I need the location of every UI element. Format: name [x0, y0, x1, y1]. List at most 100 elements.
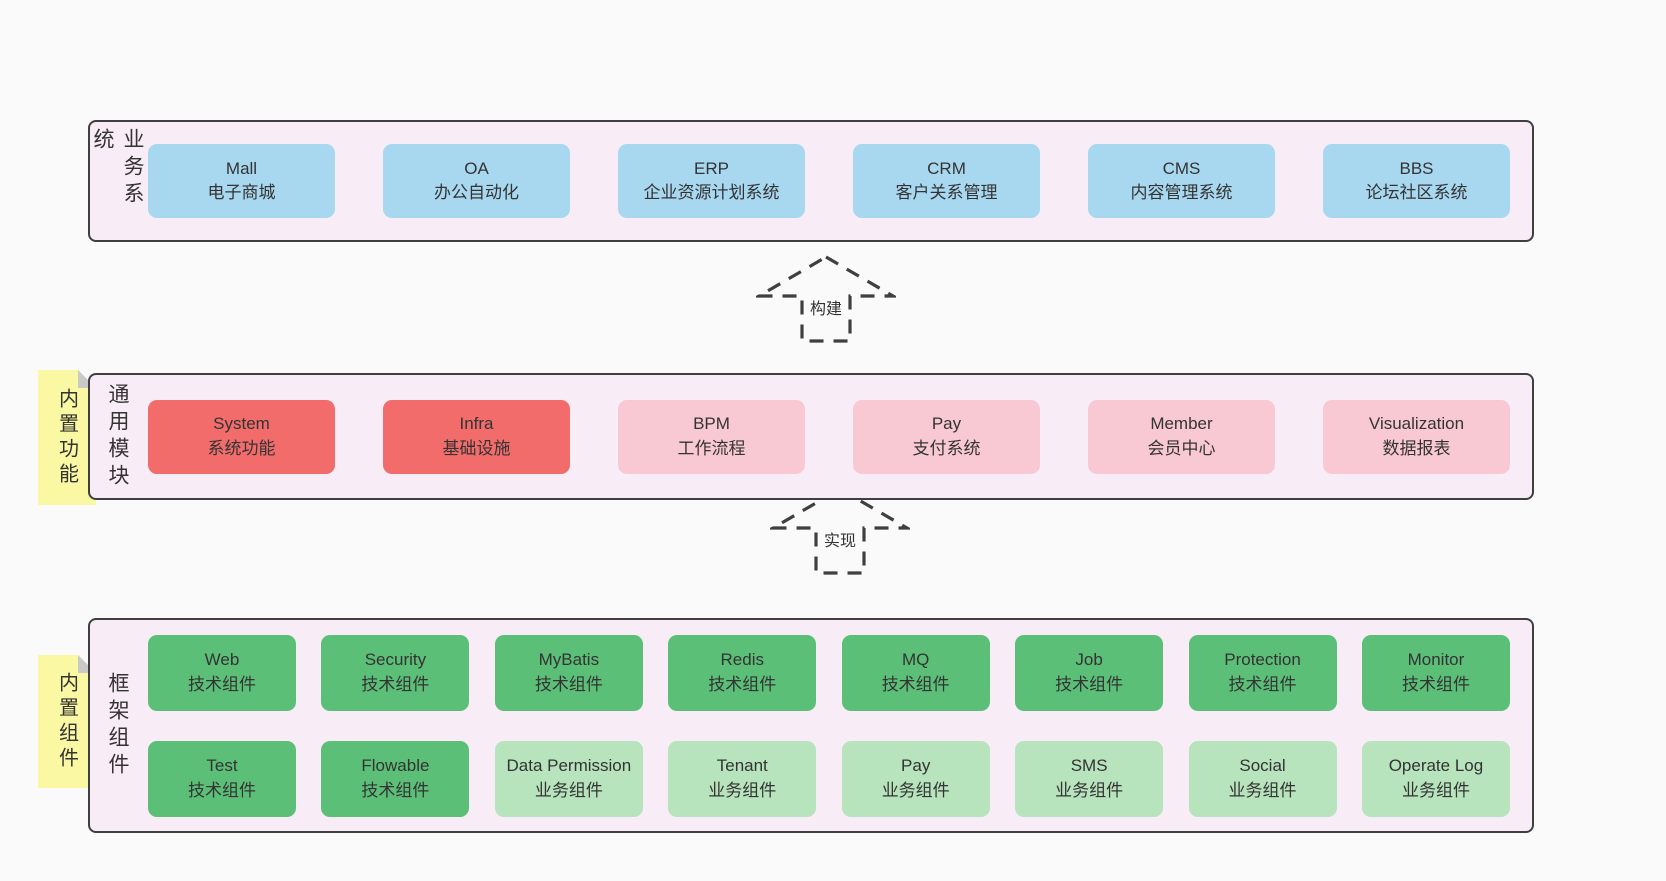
box-mq-desc: 技术组件 — [881, 674, 950, 694]
box-monitor-desc: 技术组件 — [1401, 674, 1470, 694]
box-redis-name: Redis — [720, 650, 764, 670]
section-business-systems: 业务系统 Mall 电子商城 OA 办公自动化 ERP 企业资源计划系统 CRM… — [88, 120, 1534, 242]
box-security: Security 技术组件 — [321, 634, 470, 711]
box-visualization-name: Visualization — [1368, 414, 1465, 434]
box-flowable-name: Flowable — [361, 756, 430, 776]
box-cms: CMS 内容管理系统 — [1088, 144, 1275, 218]
box-pay-module-name: Pay — [931, 414, 962, 434]
section-modules-label: 通用模块 — [106, 382, 129, 491]
box-bbs-desc: 论坛社区系统 — [1365, 183, 1468, 202]
box-monitor: Monitor 技术组件 — [1361, 634, 1510, 711]
section-components-label: 框架组件 — [106, 671, 129, 780]
box-redis: Redis 技术组件 — [668, 634, 817, 711]
box-bpm-desc: 工作流程 — [677, 438, 746, 458]
box-system-name: System — [213, 414, 270, 434]
box-mall: Mall 电子商城 — [148, 144, 335, 218]
box-redis-desc: 技术组件 — [708, 674, 777, 694]
box-system: System 系统功能 — [148, 399, 335, 474]
box-visualization-desc: 数据报表 — [1382, 438, 1451, 458]
box-operate-log-name: Operate Log — [1388, 756, 1484, 776]
box-operate-log-desc: 业务组件 — [1401, 780, 1470, 800]
box-mq: MQ 技术组件 — [841, 634, 990, 711]
box-crm-desc: 客户关系管理 — [895, 183, 998, 202]
box-mybatis-name: MyBatis — [538, 650, 600, 670]
box-infra-name: Infra — [459, 414, 494, 434]
components-boxes-grid: Web 技术组件 Security 技术组件 MyBatis 技术组件 Redi… — [144, 620, 1532, 831]
box-test: Test 技术组件 — [148, 740, 296, 817]
box-mq-name: MQ — [901, 650, 930, 670]
box-web-name: Web — [204, 650, 240, 670]
box-sms-desc: 业务组件 — [1055, 780, 1124, 800]
section-business-label: 业务系统 — [91, 128, 144, 209]
box-protection-desc: 技术组件 — [1228, 674, 1297, 694]
box-pay-component: Pay 业务组件 — [841, 740, 990, 817]
box-tenant-name: Tenant — [716, 756, 768, 776]
sticky-note-builtin-components: 内置组件 — [38, 655, 96, 788]
up-arrow-icon — [756, 255, 896, 343]
modules-boxes-row: System 系统功能 Infra 基础设施 BPM 工作流程 Pay 支付系统… — [144, 375, 1532, 498]
box-member-desc: 会员中心 — [1147, 438, 1216, 458]
section-framework-components: 框架组件 Web 技术组件 Security 技术组件 MyBatis 技术组件… — [88, 618, 1534, 833]
arrow-implement-label: 实现 — [819, 526, 861, 552]
note-builtin-features-label: 内置功能 — [55, 387, 78, 488]
box-bpm-name: BPM — [693, 414, 730, 434]
box-pay-component-desc: 业务组件 — [881, 780, 950, 800]
box-job-desc: 技术组件 — [1055, 674, 1124, 694]
box-erp: ERP 企业资源计划系统 — [618, 144, 805, 218]
box-oa: OA 办公自动化 — [383, 144, 570, 218]
box-crm: CRM 客户关系管理 — [853, 144, 1040, 218]
box-infra-desc: 基础设施 — [442, 438, 511, 458]
box-member: Member 会员中心 — [1088, 399, 1275, 474]
box-tenant-desc: 业务组件 — [708, 780, 777, 800]
box-data-permission: Data Permission 业务组件 — [494, 740, 643, 817]
box-data-permission-name: Data Permission — [506, 756, 632, 776]
box-social: Social 业务组件 — [1188, 740, 1337, 817]
box-job-name: Job — [1075, 650, 1103, 670]
box-flowable-desc: 技术组件 — [361, 780, 430, 800]
box-test-desc: 技术组件 — [188, 780, 256, 800]
box-bpm: BPM 工作流程 — [618, 399, 805, 474]
note-builtin-components-label: 内置组件 — [55, 671, 78, 772]
box-pay-component-name: Pay — [901, 756, 931, 776]
box-bbs: BBS 论坛社区系统 — [1323, 144, 1510, 218]
box-social-desc: 业务组件 — [1228, 780, 1297, 800]
arrow-build: 构建 — [756, 254, 896, 344]
components-row-1: Web 技术组件 Security 技术组件 MyBatis 技术组件 Redi… — [148, 634, 1510, 711]
box-operate-log: Operate Log 业务组件 — [1361, 740, 1510, 817]
box-crm-name: CRM — [927, 158, 966, 178]
box-erp-desc: 企业资源计划系统 — [643, 183, 780, 202]
box-mall-desc: 电子商城 — [207, 183, 276, 202]
up-arrow-icon — [770, 487, 910, 575]
box-infra: Infra 基础设施 — [383, 399, 570, 474]
box-data-permission-desc: 业务组件 — [534, 780, 603, 800]
arrow-build-label: 构建 — [805, 294, 847, 320]
box-cms-desc: 内容管理系统 — [1130, 183, 1233, 202]
box-sms: SMS 业务组件 — [1015, 740, 1164, 817]
box-test-name: Test — [206, 756, 238, 776]
box-erp-name: ERP — [694, 158, 729, 178]
box-flowable: Flowable 技术组件 — [321, 740, 470, 817]
box-bbs-name: BBS — [1399, 158, 1434, 178]
box-mybatis: MyBatis 技术组件 — [494, 634, 643, 711]
box-job: Job 技术组件 — [1015, 634, 1164, 711]
box-web-desc: 技术组件 — [188, 674, 256, 694]
box-pay-module-desc: 支付系统 — [912, 438, 981, 458]
box-protection: Protection 技术组件 — [1188, 634, 1337, 711]
box-system-desc: 系统功能 — [207, 438, 276, 458]
box-web: Web 技术组件 — [148, 634, 296, 711]
box-social-name: Social — [1239, 756, 1286, 776]
box-protection-name: Protection — [1224, 650, 1301, 670]
box-cms-name: CMS — [1162, 158, 1201, 178]
box-member-name: Member — [1150, 414, 1213, 434]
sticky-note-builtin-features: 内置功能 — [38, 370, 96, 505]
box-security-name: Security — [364, 650, 427, 670]
box-visualization: Visualization 数据报表 — [1323, 399, 1510, 474]
box-monitor-name: Monitor — [1407, 650, 1465, 670]
business-boxes-row: Mall 电子商城 OA 办公自动化 ERP 企业资源计划系统 CRM 客户关系… — [144, 122, 1532, 240]
arrow-implement: 实现 — [770, 486, 910, 576]
box-oa-name: OA — [464, 158, 489, 178]
box-mall-name: Mall — [225, 158, 258, 178]
box-tenant: Tenant 业务组件 — [668, 740, 817, 817]
section-common-modules: 通用模块 System 系统功能 Infra 基础设施 BPM 工作流程 Pay… — [88, 373, 1534, 500]
